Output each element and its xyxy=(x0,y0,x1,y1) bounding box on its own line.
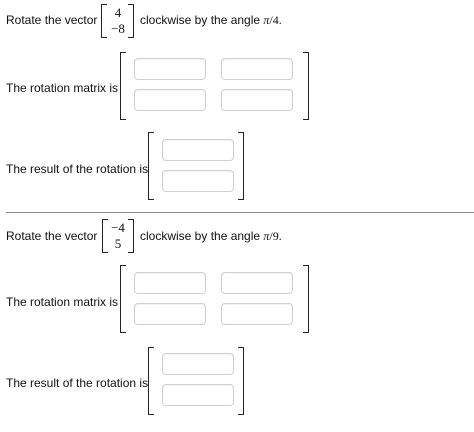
result-row1-input[interactable] xyxy=(162,353,234,375)
vector-entry-2: −8 xyxy=(111,21,125,36)
result-row2-input[interactable] xyxy=(162,384,234,406)
pi-symbol: π xyxy=(263,229,270,243)
result-right-bracket xyxy=(238,132,244,200)
rotation-result-label: The result of the rotation is xyxy=(6,376,149,390)
matrix-r2c1-input[interactable] xyxy=(134,89,206,111)
result-row1-input[interactable] xyxy=(162,139,234,161)
vector-right-bracket xyxy=(128,4,134,38)
vector-entry-1: 4 xyxy=(114,5,122,20)
matrix-right-bracket xyxy=(303,52,309,120)
matrix-r2c1-input[interactable] xyxy=(134,303,206,325)
vector-left-bracket xyxy=(102,219,108,253)
angle-prefix: clockwise by the angle xyxy=(140,13,264,27)
pi-symbol: π xyxy=(263,13,270,27)
matrix-r2c2-input[interactable] xyxy=(221,303,293,325)
matrix-r2c2-input[interactable] xyxy=(221,89,293,111)
matrix-r1c1-input[interactable] xyxy=(134,272,206,294)
rotation-matrix-label: The rotation matrix is xyxy=(6,81,119,95)
angle-denominator: /4. xyxy=(269,13,282,27)
angle-prefix: clockwise by the angle xyxy=(140,229,264,243)
angle-denominator: /9. xyxy=(269,229,282,243)
problem-divider xyxy=(6,212,474,213)
problem-2-prefix: Rotate the vector xyxy=(6,229,98,243)
vector-entry-2: 5 xyxy=(114,236,122,251)
problem-2-angle-text: clockwise by the angle π/9. xyxy=(140,229,282,243)
result-right-bracket xyxy=(238,347,244,415)
result-left-bracket xyxy=(148,347,154,415)
vector-left-bracket xyxy=(101,4,107,38)
problem-1-angle-text: clockwise by the angle π/4. xyxy=(140,13,282,27)
matrix-r1c2-input[interactable] xyxy=(221,272,293,294)
matrix-left-bracket xyxy=(120,265,126,333)
result-row2-input[interactable] xyxy=(162,170,234,192)
matrix-right-bracket xyxy=(303,265,309,333)
vector-right-bracket xyxy=(128,219,134,253)
result-left-bracket xyxy=(148,132,154,200)
rotation-result-label: The result of the rotation is xyxy=(6,162,149,176)
matrix-r1c1-input[interactable] xyxy=(134,58,206,80)
vector-entry-1: −4 xyxy=(111,220,125,235)
matrix-left-bracket xyxy=(120,52,126,120)
matrix-r1c2-input[interactable] xyxy=(221,58,293,80)
problem-1-prefix: Rotate the vector xyxy=(6,13,98,27)
rotation-matrix-label: The rotation matrix is xyxy=(6,295,119,309)
